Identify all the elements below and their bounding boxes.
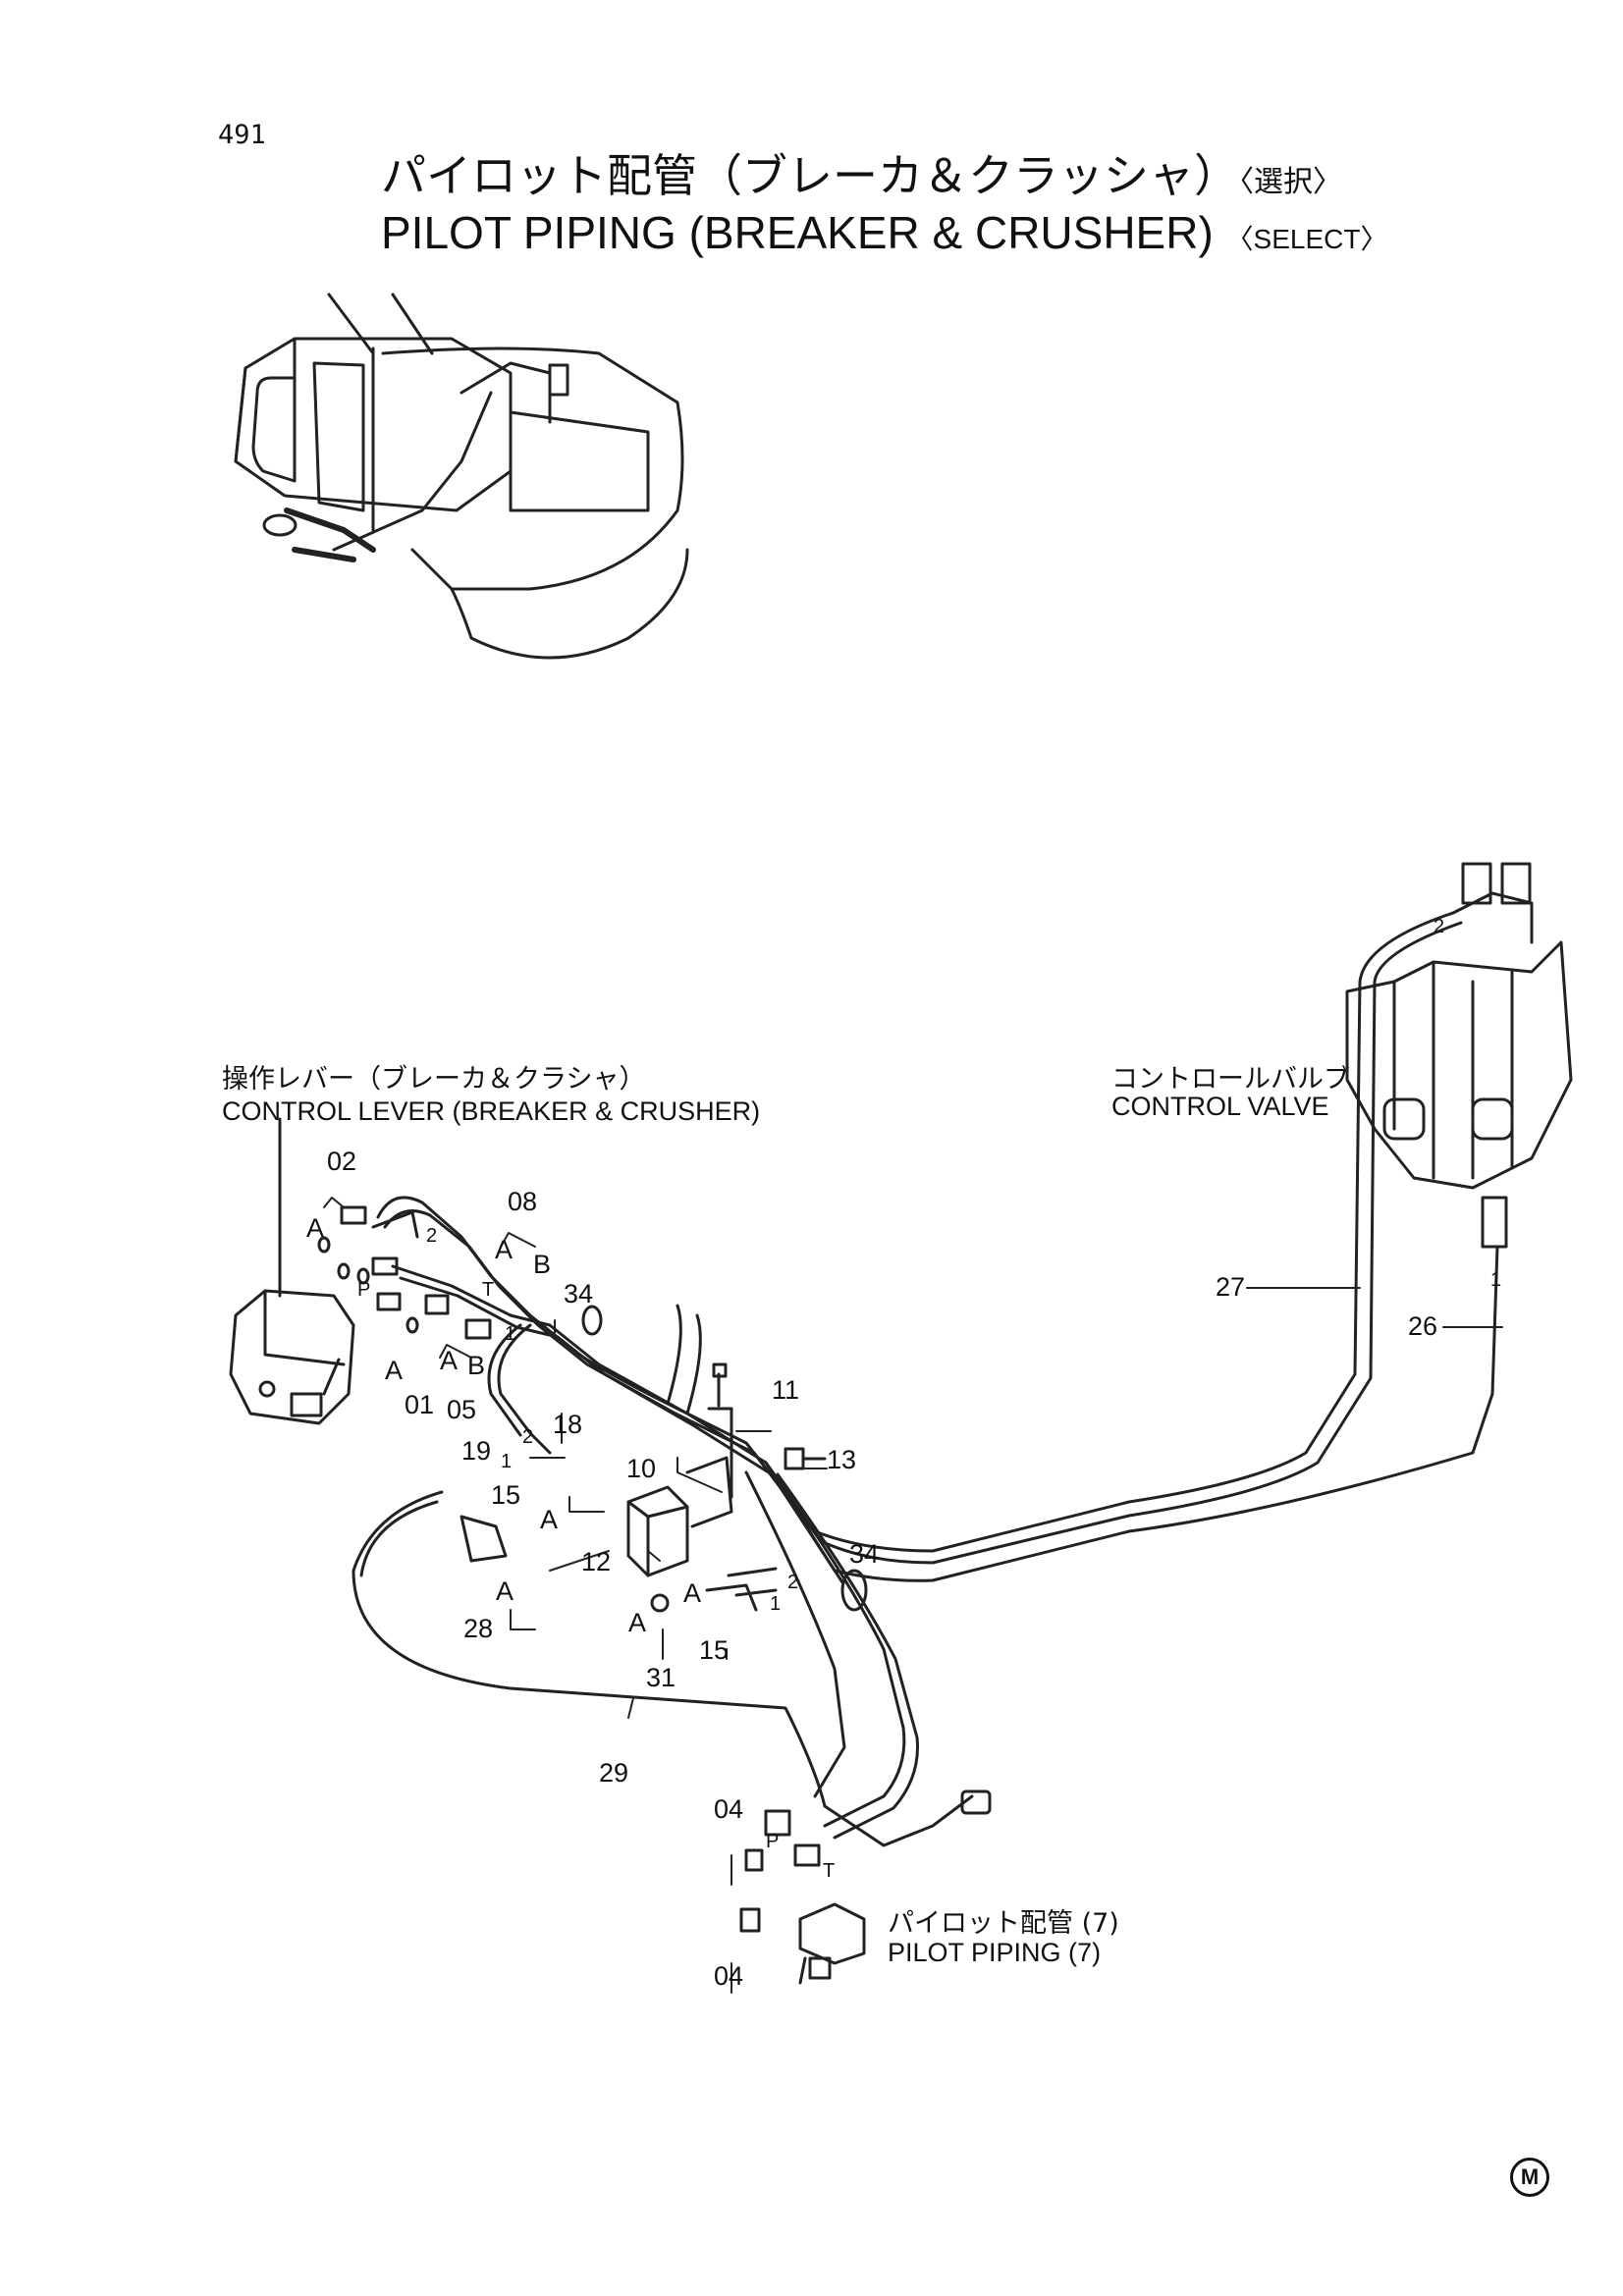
valve-block	[460, 1362, 827, 1613]
title-ja-text: パイロット配管（ブレーカ＆クラッシャ）	[381, 149, 1239, 202]
callout-labels: 02 08 34 11 13 10 18 19 15 15 12 28 31 3…	[306, 916, 1501, 1991]
machine-overview-sketch	[234, 293, 689, 660]
port-a-7: A	[683, 1578, 701, 1608]
callout-27: 27	[1216, 1272, 1245, 1302]
callout-12: 12	[581, 1547, 611, 1576]
callout-34-lower: 34	[849, 1539, 879, 1569]
pilot-piping-label-ja: パイロット配管 (7)	[888, 1908, 1119, 1939]
hose-end-2d: 2	[1434, 916, 1444, 937]
callout-34-upper: 34	[564, 1279, 593, 1308]
pilot-piping-label-en: PILOT PIPING (7)	[888, 1938, 1102, 1967]
control-valve-label-ja: コントロールバルブ	[1111, 1064, 1350, 1095]
callout-11: 11	[772, 1375, 799, 1405]
port-a-1: A	[306, 1213, 324, 1243]
port-a-5: A	[540, 1505, 558, 1534]
callout-18: 18	[553, 1410, 582, 1439]
hose-end-1d: 1	[1490, 1269, 1501, 1291]
control-valve-label-en: CONTROL VALVE	[1111, 1092, 1329, 1121]
fittings-cluster	[317, 1205, 492, 1340]
page-number: 491	[218, 120, 266, 150]
pilot-piping-7-component	[739, 1789, 992, 1985]
hose-end-1c: 1	[770, 1593, 781, 1615]
port-a-8: A	[628, 1608, 646, 1637]
control-lever-label-ja: 操作レバー（ブレーカ＆クラシャ）	[222, 1064, 646, 1095]
title-ja-select-tag: 〈選択〉	[1239, 165, 1342, 199]
hose-clamps	[581, 1305, 868, 1612]
callout-04-upper: 04	[714, 1794, 743, 1824]
callout-02: 02	[327, 1147, 356, 1176]
callout-26: 26	[1408, 1311, 1437, 1341]
callout-13: 13	[827, 1445, 856, 1474]
title-en-text: PILOT PIPING (BREAKER & CRUSHER)	[381, 207, 1214, 258]
callout-15-right: 15	[699, 1635, 729, 1665]
port-a-3: A	[440, 1346, 458, 1375]
hose-end-1a: 1	[505, 1323, 515, 1345]
port-a-2: A	[385, 1356, 403, 1385]
callout-leaders	[323, 1197, 1503, 1994]
callout-04-lower: 04	[714, 1961, 743, 1991]
port-p-lever: P	[357, 1279, 370, 1301]
port-b-1: B	[533, 1250, 551, 1279]
title-en-select-tag: 〈SELECT〉	[1225, 224, 1388, 254]
callout-01: 01	[405, 1390, 434, 1419]
pilot-hoses	[352, 911, 1499, 1847]
port-a-4: A	[495, 1235, 513, 1264]
control-valve-assembly	[1345, 862, 1573, 1249]
hose-end-2c: 2	[787, 1572, 798, 1593]
port-a-6: A	[496, 1576, 514, 1606]
control-lever-assembly	[229, 1117, 355, 1425]
callout-08: 08	[508, 1187, 537, 1216]
port-t-pilot: T	[823, 1860, 835, 1882]
hose-end-2b: 2	[522, 1426, 533, 1448]
callout-05: 05	[447, 1395, 476, 1424]
page-title-japanese: パイロット配管（ブレーカ＆クラッシャ）〈選択〉	[381, 153, 1342, 198]
manufacturer-mark: M	[1510, 2158, 1549, 2197]
hose-end-2a: 2	[426, 1225, 437, 1247]
callout-15-left: 15	[491, 1480, 520, 1510]
port-t-lever: T	[482, 1279, 494, 1301]
callout-19: 19	[461, 1436, 491, 1466]
callout-29: 29	[599, 1758, 628, 1788]
callout-28: 28	[463, 1614, 493, 1643]
hose-end-1b: 1	[501, 1451, 512, 1472]
page-title-english: PILOT PIPING (BREAKER & CRUSHER) 〈SELECT…	[381, 210, 1387, 255]
port-b-2: B	[467, 1351, 485, 1380]
port-p-pilot: P	[766, 1831, 779, 1852]
control-lever-label-en: CONTROL LEVER (BREAKER & CRUSHER)	[222, 1096, 761, 1126]
callout-31: 31	[646, 1663, 676, 1692]
callout-10: 10	[626, 1454, 656, 1483]
